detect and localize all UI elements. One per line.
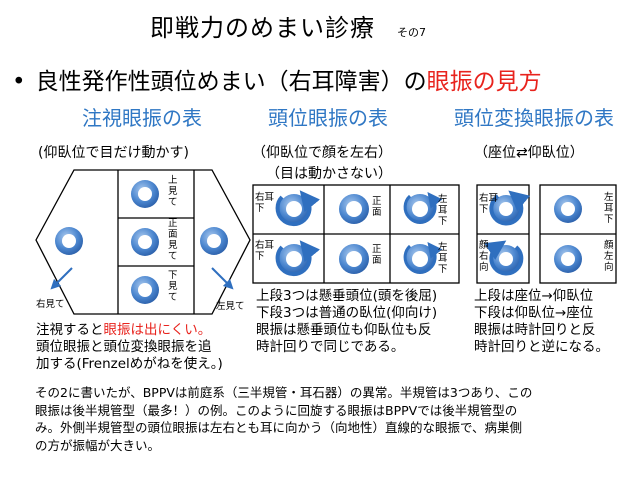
gaze-desc-line-2: 頭位眼振と頭位変換眼振を追	[36, 339, 212, 355]
positioning-label-face-right: 顔右向	[479, 240, 489, 273]
positional-label-bottom-right-ear: 右耳下	[255, 240, 275, 262]
positional-label-bottom-front: 正面	[372, 244, 382, 266]
explanation-line-1: その2に書いたが、BPPVは前庭系（三半規管・耳石器）の異常。半規管は3つあり、…	[35, 385, 533, 400]
positioning-label-right-ear: 右耳下	[479, 193, 499, 215]
explanation-line-4: の方が振幅が大きい。	[35, 437, 161, 453]
eye-icon-up-gaze	[131, 180, 159, 208]
slide-title-suffix: その7	[397, 26, 426, 39]
slide-title: 即戦力のめまい診療 その7	[150, 8, 426, 43]
gaze-subheading: (仰臥位で目だけ動かす)	[38, 145, 189, 161]
gaze-desc-line-1: 注視すると眼振は出にくい。	[36, 322, 212, 338]
positional-desc-line-3: 眼振は懸垂頭位も仰臥位も反	[256, 322, 432, 338]
positioning-desc-line-2: 下段は仰臥位→座位	[474, 305, 594, 321]
gaze-label-left: 左見て	[216, 301, 245, 312]
positioning-label-left-ear: 左耳下	[604, 192, 614, 225]
eye-icon-right-gaze	[55, 227, 83, 255]
slide-title-text: 即戦力のめまい診療	[150, 14, 375, 42]
arrow-icon-right-gaze	[50, 267, 73, 290]
gaze-desc-line-3: 加する(Frenzelめがねを使え。)	[36, 356, 223, 372]
positional-label-top-left-ear: 左耳下	[438, 194, 448, 227]
positional-diagram	[252, 184, 460, 284]
eye-icon-positional-top-front	[339, 194, 369, 224]
positioning-label-face-left: 顔左向	[604, 240, 614, 273]
bullet-line: • 良性発作性頭位めまい（右耳障害）の眼振の見方	[12, 62, 542, 96]
rotation-arrow-icon	[403, 192, 443, 224]
heading-positioning: 頭位変換眼振の表	[454, 106, 614, 130]
positioning-desc-line-1: 上段は座位→仰臥位	[474, 288, 594, 304]
gaze-label-right: 右見て	[36, 299, 65, 310]
positioning-desc-line-4: 時計回りと逆になる。	[474, 339, 609, 355]
rotation-arrow-icon	[275, 240, 321, 277]
eye-icon-positioning-face-left	[554, 245, 582, 273]
heading-gaze: 注視眼振の表	[82, 106, 202, 130]
positioning-description: 上段は座位→仰臥位 下段は仰臥位→座位 眼振は時計回りと反 時計回りと逆になる。	[474, 288, 609, 356]
rotation-arrow-icon	[403, 242, 443, 274]
gaze-label-front: 正面見て	[168, 218, 178, 262]
bullet-text-highlight: 眼振の見方	[426, 69, 542, 95]
gaze-label-down: 下見て	[168, 270, 178, 303]
eye-icon-left-gaze	[200, 227, 228, 255]
positional-label-bottom-left-ear: 左耳下	[438, 242, 448, 275]
heading-positional: 頭位眼振の表	[268, 106, 388, 130]
bullet-text: 良性発作性頭位めまい（右耳障害）の	[35, 69, 427, 95]
positional-desc-line-2: 下段3つは普通の臥位(仰向け)	[256, 305, 438, 321]
positional-label-top-front: 正面	[372, 196, 382, 218]
positioning-desc-line-3: 眼振は時計回りと反	[474, 322, 596, 338]
eye-icon-front-gaze	[131, 228, 159, 256]
positional-subheading-2: （目は動かさない）	[266, 166, 392, 182]
positioning-subheading: （座位⇄仰臥位）	[474, 145, 584, 161]
positional-subheading: （仰臥位で顔を左右）	[252, 145, 392, 161]
explanation-line-2: 眼振は後半規管型（最多！）の例。このように回旋する眼振はBPPVでは後半規管型の	[35, 402, 518, 418]
gaze-diagram	[35, 169, 251, 315]
positioning-diagram	[476, 184, 617, 284]
gaze-description: 注視すると眼振は出にくい。 頭位眼振と頭位変換眼振を追 加する(Frenzelめ…	[36, 322, 223, 373]
rotation-arrow-icon	[275, 190, 321, 227]
positional-desc-line-4: 時計回りで同じである。	[256, 339, 405, 355]
positional-description: 上段3つは懸垂頭位(頭を後屈) 下段3つは普通の臥位(仰向け) 眼振は懸垂頭位も…	[256, 288, 437, 356]
rotation-arrow-icon	[489, 190, 531, 226]
rotation-arrow-icon	[484, 240, 524, 276]
positional-desc-line-1: 上段3つは懸垂頭位(頭を後屈)	[256, 288, 438, 304]
eye-icon-positional-bottom-front	[339, 244, 369, 274]
explanation-line-3: み。外側半規管型の頭位眼振は左右とも耳に向かう（向地性）直線的な眼振で、病巣側	[35, 420, 523, 435]
eye-icon-down-gaze	[131, 276, 159, 304]
eye-icon-positioning-left-ear	[554, 195, 582, 223]
positional-label-top-right-ear: 右耳下	[255, 192, 275, 214]
gaze-label-up: 上見て	[168, 175, 178, 208]
bullet-symbol: •	[12, 69, 26, 95]
explanation-paragraph: その2に書いたが、BPPVは前庭系（三半規管・耳石器）の異常。半規管は3つあり、…	[35, 384, 532, 454]
arrow-icon-left-gaze	[211, 267, 234, 290]
